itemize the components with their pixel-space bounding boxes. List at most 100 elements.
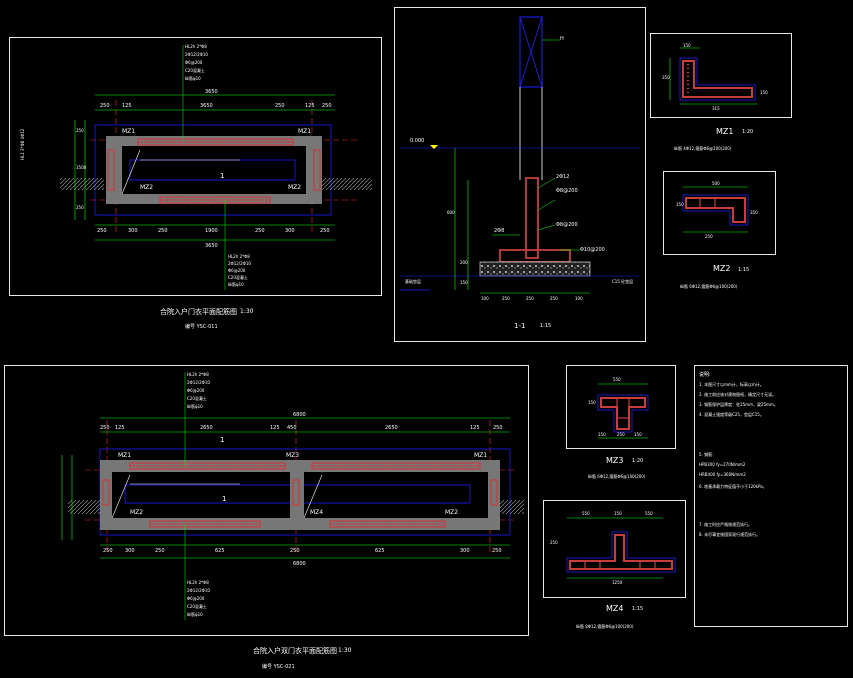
plan2-dim-bottom: 250	[290, 548, 300, 554]
plan1-note-bottom: HL2h 2*Φ8	[228, 254, 250, 259]
plan2-frame	[4, 365, 529, 636]
plan1-title: 合院入户门衣平面配筋图	[160, 308, 237, 316]
plan2-note-bottom: 2Φ12/2Φ10	[187, 588, 210, 593]
plan1-note-bottom: 2Φ12/2Φ10	[228, 261, 251, 266]
plan2-label-mz1: MZ1	[474, 452, 488, 459]
notes-line: 1. 本图尺寸以mm计，标高以m计。	[699, 382, 764, 387]
mz1-scale: 1:20	[742, 129, 754, 135]
plan1-total-bottom: 3650	[205, 243, 218, 249]
mz2-dim: 150	[676, 202, 684, 207]
plan2-dim-top: 450	[287, 425, 297, 431]
plan1-side-note: HL1 3*Φ8 4Φ12	[20, 128, 25, 160]
plan2-note-bottom: HL2h 2*Φ8	[187, 580, 209, 585]
plan1-note-bottom: Φ6@200	[228, 268, 246, 273]
section-dim: 250	[550, 296, 558, 301]
plan1-label-1: 1	[220, 172, 225, 180]
mz4-scale: 1:15	[632, 606, 644, 612]
plan2-dim-bottom: 625	[215, 548, 225, 554]
plan1-dim-bottom: 250	[158, 228, 168, 234]
mz2-note: 纵筋 6Φ12,箍筋Φ6@100(200)	[680, 284, 738, 289]
notes-line: 8. 未尽事宜按国家现行规范执行。	[699, 532, 761, 537]
mz2-title: MZ2	[713, 264, 731, 273]
notes-line: HRB400 fy=360N/mm2	[699, 472, 746, 477]
mz4-drawing	[566, 517, 676, 579]
section-bar: Φ10@200	[580, 247, 605, 253]
mz4-frame	[543, 500, 686, 598]
mz2-dim: 350	[750, 210, 758, 215]
mz1-dim: 150	[760, 90, 768, 95]
section-scale: 1:15	[540, 323, 552, 329]
mz3-dim: 150	[588, 400, 596, 405]
plan1-dim-top: 3650	[200, 103, 213, 109]
mz1-drawing	[669, 47, 758, 105]
mz1-dim: 315	[712, 106, 720, 111]
plan1-note-top: C20混凝土	[185, 68, 205, 73]
plan2-dim-top: 2650	[200, 425, 213, 431]
section-dim: 250	[526, 296, 534, 301]
plan1-ref: 编号 YSC-011	[185, 324, 218, 330]
plan2-drawing	[61, 372, 524, 620]
plan2-dim-bottom: 250	[492, 548, 502, 554]
section-title: 1-1	[514, 322, 526, 330]
plan2-dim-bottom: 300	[125, 548, 135, 554]
plan1-label-mz1: MZ1	[298, 128, 312, 135]
plan1-note-top: 纵筋φ10	[185, 76, 201, 81]
plan1-dim-bottom: 1900	[205, 228, 218, 234]
plan2-note-bottom: 纵筋φ10	[187, 612, 203, 617]
plan1-side-dim: 250	[76, 128, 84, 133]
notes-line: 6. 地基承载力特征值不小于120kPa。	[699, 484, 767, 489]
plan1-frame	[9, 37, 382, 296]
plan2-dim-top: 2650	[385, 425, 398, 431]
mz3-scale: 1:20	[632, 458, 644, 464]
mz4-note: 纵筋 8Φ12,箍筋Φ6@100(200)	[576, 624, 634, 629]
notes-frame	[694, 365, 848, 627]
plan1-dim-top: 250	[275, 103, 285, 109]
plan2-dim-bottom: 625	[375, 548, 385, 554]
plan1-side-dim: 250	[76, 205, 84, 210]
mz1-frame	[650, 33, 792, 118]
section-vdim: 600	[447, 210, 455, 215]
mz3-drawing	[597, 383, 649, 439]
plan1-dim-top: 125	[122, 103, 132, 109]
plan1-dim-bottom: 250	[320, 228, 330, 234]
plan2-scale: 1:30	[338, 647, 352, 654]
section-vdim: 200	[460, 260, 468, 265]
plan2-note-top: 2Φ12/2Φ10	[187, 380, 210, 385]
plan1-note-bottom: C20混凝土	[228, 275, 248, 280]
mz4-title: MZ4	[606, 604, 624, 613]
mz1-dim: 350	[662, 75, 670, 80]
section-bar: 2Φ12	[556, 174, 570, 180]
notes-line: 3. 钢筋保护层厚度：柱25mm，梁25mm。	[699, 402, 778, 407]
plan1-note-top: Φ6@200	[185, 60, 203, 65]
mz3-title: MZ3	[606, 456, 624, 465]
section-bar: Φ8@200	[556, 188, 578, 194]
plan2-note-top: C20混凝土	[187, 396, 207, 401]
mz2-scale: 1:15	[738, 267, 750, 273]
plan1-dim-bottom: 250	[255, 228, 265, 234]
plan1-dim-bottom: 300	[285, 228, 295, 234]
mz1-note: 纵筋 4Φ12,箍筋Φ6@100(200)	[674, 146, 732, 151]
plan2-dim-top: 250	[100, 425, 110, 431]
section-right-label: C15 砼垫层	[612, 279, 634, 284]
section-drawing	[400, 16, 640, 294]
section-dim: 100	[575, 296, 583, 301]
section-frame	[394, 7, 646, 342]
mz2-dim: 250	[705, 234, 713, 239]
plan2-note-top: 纵筋φ10	[187, 404, 203, 409]
plan1-total-top: 3650	[205, 89, 218, 95]
plan1-dim-top: 125	[305, 103, 315, 109]
mz4-dim: 550	[582, 511, 590, 516]
plan2-label-mz2: MZ2	[445, 509, 459, 516]
plan1-drawing	[60, 45, 372, 290]
section-left-label: 基础垫层	[405, 279, 421, 284]
plan1-note-bottom: 纵筋φ10	[228, 282, 244, 287]
plan2-note-bottom: Φ6@200	[187, 596, 205, 601]
plan2-ref: 编号 YSC-021	[262, 664, 295, 670]
notes-line: 7. 施工时应严格按规范执行。	[699, 522, 753, 527]
notes-heading: 说明:	[699, 372, 711, 378]
plan1-dim-top: 250	[100, 103, 110, 109]
plan2-total-top: 6800	[293, 412, 306, 418]
plan2-note-top: HL2h 2*Φ8	[187, 372, 209, 377]
mz1-dim: 150	[683, 43, 691, 48]
